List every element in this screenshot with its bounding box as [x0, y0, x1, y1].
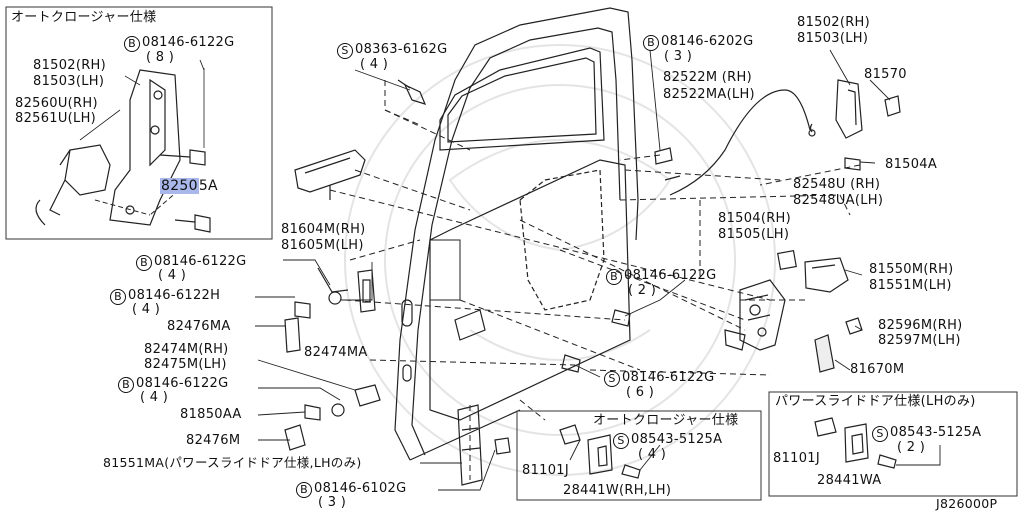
- callout-ac2-28441w[interactable]: 28441W(RH,LH): [563, 483, 672, 498]
- callout-ac-82560u[interactable]: 82560U(RH): [15, 96, 98, 111]
- power-slide-box: [768, 391, 1018, 497]
- callout-81550m[interactable]: 81550M(RH): [869, 262, 954, 277]
- qty-s-08363: ( 4 ): [360, 57, 389, 72]
- bolt-mark-icon: B: [136, 255, 152, 271]
- part-code: 08146-6122G: [142, 35, 235, 50]
- callout-ps-28441wa[interactable]: 28441WA: [817, 473, 882, 488]
- callout-81670m[interactable]: 81670M: [850, 362, 905, 377]
- callout-81502[interactable]: 81502(RH): [797, 15, 871, 30]
- slide-door-panel: [394, 7, 639, 461]
- label-leaders: [199, 49, 941, 491]
- callout-81503[interactable]: 81503(LH): [797, 31, 869, 46]
- callout-81505[interactable]: 81505(LH): [718, 227, 790, 242]
- callout-81850aa[interactable]: 81850AA: [180, 407, 242, 422]
- part-code-suffix: 5A: [198, 178, 218, 194]
- part-code: 08363-6162G: [355, 42, 448, 57]
- bolt-mark-icon: B: [643, 35, 659, 51]
- callout-82474ma[interactable]: 82474MA: [304, 345, 368, 360]
- screw-mark-icon: S: [872, 426, 888, 442]
- callout-82474m[interactable]: 82474M(RH): [144, 342, 229, 357]
- power-slide-unit: [457, 404, 511, 486]
- screw-mark-icon: S: [604, 371, 620, 387]
- callout-ac2-81101j[interactable]: 81101J: [522, 463, 569, 478]
- part-code: 08543-5125A: [631, 432, 723, 447]
- callout-82476ma[interactable]: 82476MA: [167, 319, 231, 334]
- part-code: 08146-6102G: [314, 481, 407, 496]
- screw-mark-icon: S: [337, 43, 353, 59]
- callout-82597m[interactable]: 82597M(LH): [878, 333, 961, 348]
- highlighted-part-code: 8250: [160, 178, 199, 194]
- callout-81504a[interactable]: 81504A: [885, 157, 938, 172]
- callout-81605m[interactable]: 81605M(LH): [281, 238, 364, 253]
- callout-ac-81502[interactable]: 81502(RH): [33, 58, 107, 73]
- power-slide-box-title: パワースライドドア仕様(LHのみ): [775, 394, 976, 409]
- callout-82548u[interactable]: 82548U (RH): [793, 177, 881, 192]
- bolt-mark-icon: B: [118, 377, 134, 393]
- bolt-mark-icon: B: [606, 269, 622, 285]
- callout-82596m[interactable]: 82596M(RH): [878, 318, 963, 333]
- bolt-mark-icon: B: [124, 36, 140, 52]
- callout-ac-81503[interactable]: 81503(LH): [33, 74, 105, 89]
- watermark: [344, 44, 776, 476]
- callout-82522m[interactable]: 82522M (RH): [663, 70, 752, 85]
- leader-lines: [329, 80, 861, 480]
- callout-81551m[interactable]: 81551M(LH): [869, 278, 952, 293]
- callout-81551ma[interactable]: 81551MA(パワースライドドア仕様,LHのみ): [103, 455, 362, 470]
- rear-lock-assembly: [724, 250, 863, 373]
- part-code: 08146-6122G: [136, 376, 229, 391]
- callout-ps-81101j[interactable]: 81101J: [773, 451, 820, 466]
- callout-82522ma[interactable]: 82522MA(LH): [663, 87, 755, 102]
- callout-81504[interactable]: 81504(RH): [718, 211, 792, 226]
- part-code: 08146-6202G: [661, 34, 754, 49]
- diagram-id: J826000P: [936, 496, 998, 511]
- callout-81604m[interactable]: 81604M(RH): [281, 222, 366, 237]
- auto-closure-box: [5, 6, 273, 240]
- part-code: 08543-5125A: [890, 425, 982, 440]
- cable-assembly: [654, 79, 901, 196]
- outside-handle: [294, 149, 366, 200]
- qty-ac-bolt: ( 8 ): [146, 50, 175, 65]
- bolt-mark-icon: B: [110, 289, 126, 305]
- callout-82548ua[interactable]: 82548UA(LH): [793, 193, 884, 208]
- screws-mid: [561, 309, 631, 373]
- qty-b-6122g-a: ( 4 ): [158, 268, 187, 283]
- qty-ps-s: ( 2 ): [897, 440, 926, 455]
- callout-ac-82561u[interactable]: 82561U(LH): [15, 111, 97, 126]
- callout-82475m[interactable]: 82475M(LH): [144, 357, 227, 372]
- callout-ac-82505a[interactable]: 82505A: [160, 178, 218, 194]
- part-code: 08146-6122G: [624, 268, 717, 283]
- qty-b-6122h: ( 4 ): [132, 302, 161, 317]
- qty-b-6122g-c: ( 2 ): [628, 283, 657, 298]
- callout-82476m[interactable]: 82476M: [186, 433, 241, 448]
- part-code: 08146-6122H: [128, 288, 221, 303]
- callout-81570[interactable]: 81570: [864, 67, 907, 82]
- part-code: 08146-6122G: [622, 370, 715, 385]
- qty-ac2-s: ( 4 ): [638, 447, 667, 462]
- striker-assembly: [284, 267, 381, 451]
- qty-b-6122g-b: ( 4 ): [140, 390, 169, 405]
- qty-s-6122g: ( 6 ): [626, 385, 655, 400]
- screw-08363: [397, 79, 427, 105]
- auto-closure-box-title: オートクロージャー仕様: [11, 10, 157, 25]
- auto-closure-box-2-title: オートクロージャー仕様: [593, 413, 739, 428]
- part-code: 08146-6122G: [154, 254, 247, 269]
- screw-mark-icon: S: [613, 433, 629, 449]
- bolt-mark-icon: B: [296, 482, 312, 498]
- qty-b-6202g: ( 3 ): [664, 49, 693, 64]
- qty-b-6102g: ( 3 ): [318, 495, 347, 510]
